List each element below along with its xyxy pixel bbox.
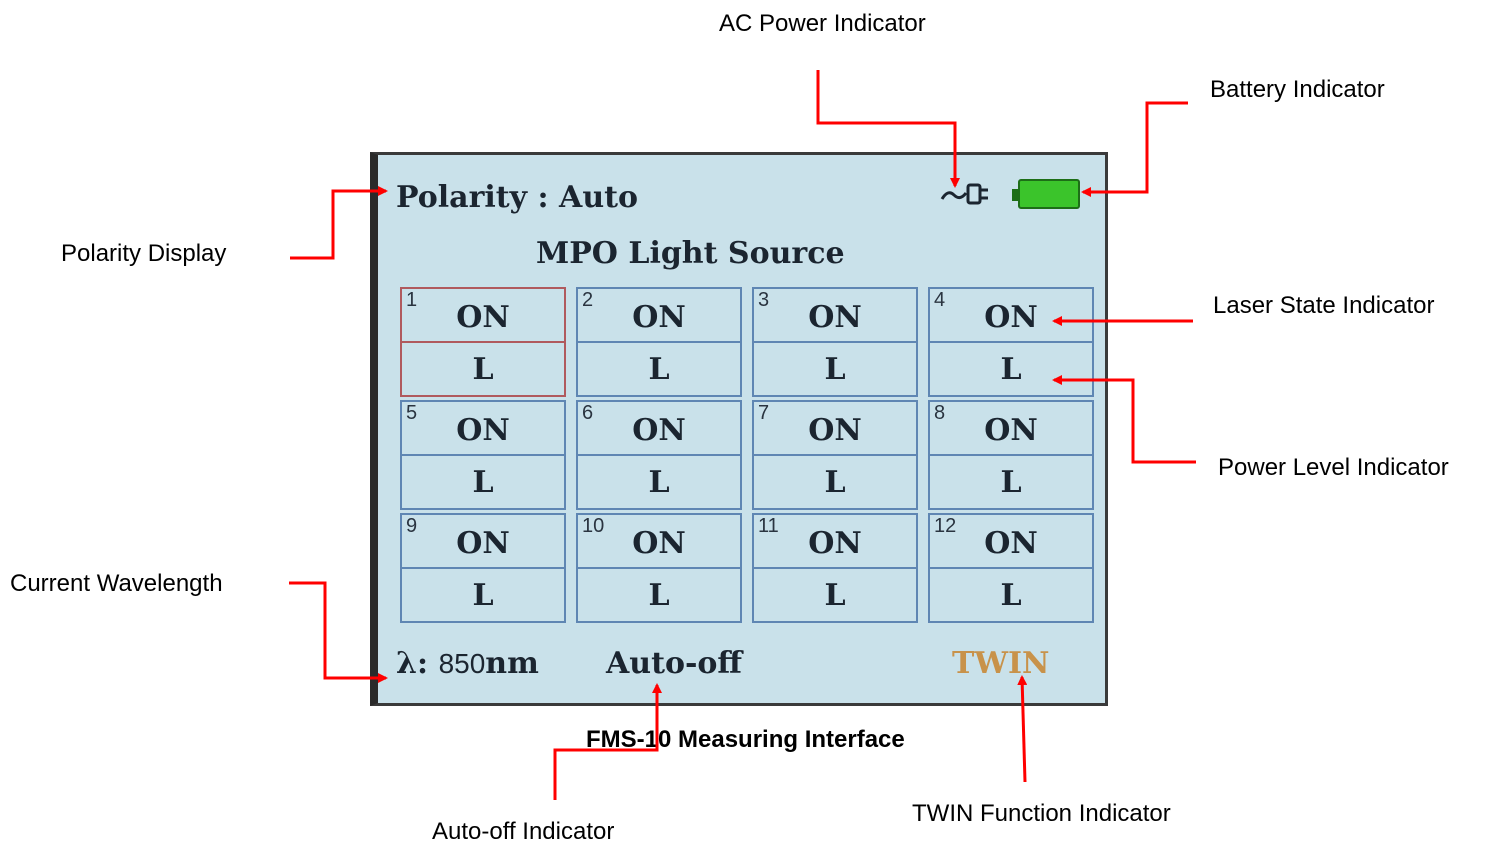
auto-off-indicator: Auto-off [606,646,743,681]
power-level: L [1000,352,1022,387]
twin-callout: TWIN Function Indicator [912,800,1171,827]
laser-state: ON [632,300,686,335]
wavelength-display: λ: 850nm [396,649,539,679]
channel-number: 12 [934,515,957,537]
power-level: L [648,352,670,387]
channel-number: 2 [582,289,594,311]
power-level: L [472,352,494,387]
power-level: L [1000,578,1022,613]
battery-full-icon [1012,179,1080,209]
channel-number: 7 [758,402,770,424]
power-level: L [472,578,494,613]
cell-divider [578,454,740,456]
laser-state: ON [808,413,862,448]
laser-state: ON [984,526,1038,561]
channel-number: 6 [582,402,594,424]
power-level: L [824,465,846,500]
laser-state: ON [456,300,510,335]
channel-number: 8 [934,402,946,424]
figure-caption: FMS-10 Measuring Interface [586,726,905,753]
laser-state: ON [808,526,862,561]
power-level: L [648,578,670,613]
wavelength-symbol: λ: [396,646,429,681]
laser-state: ON [456,526,510,561]
channel-number: 9 [406,515,418,537]
channel-number: 11 [758,515,779,537]
cell-divider [754,341,916,343]
cell-divider [402,567,564,569]
polarity-display: Polarity : Auto [396,180,639,215]
battery-callout: Battery Indicator [1210,76,1385,103]
laser-state: ON [984,413,1038,448]
cell-divider [754,567,916,569]
cell-divider [402,454,564,456]
ac-plug-icon [940,183,988,205]
cell-divider [930,567,1092,569]
laser-state: ON [632,413,686,448]
cell-divider [578,341,740,343]
cell-divider [930,341,1092,343]
power-level-callout: Power Level Indicator [1218,454,1449,481]
channel-number: 4 [934,289,946,311]
wavelength-value: 850 [438,648,486,679]
twin-indicator: TWIN [952,646,1050,681]
auto-off-callout: Auto-off Indicator [432,818,615,845]
power-level: L [472,465,494,500]
laser-state-callout: Laser State Indicator [1213,292,1435,319]
ac-power-callout: AC Power Indicator [719,10,926,37]
cell-divider [402,341,564,343]
cell-divider [930,454,1092,456]
channel-number: 5 [406,402,418,424]
power-level: L [824,578,846,613]
laser-state: ON [456,413,510,448]
power-level: L [648,465,670,500]
channel-number: 1 [406,289,418,311]
mode-title: MPO Light Source [536,236,845,271]
wavelength-callout: Current Wavelength [10,570,223,597]
power-level: L [1000,465,1022,500]
laser-state: ON [632,526,686,561]
channel-number: 10 [582,515,605,537]
cell-divider [578,567,740,569]
wavelength-unit: nm [485,646,539,681]
power-level: L [824,352,846,387]
laser-state: ON [984,300,1038,335]
channel-number: 3 [758,289,770,311]
laser-state: ON [808,300,862,335]
polarity-callout: Polarity Display [61,240,227,267]
cell-divider [754,454,916,456]
